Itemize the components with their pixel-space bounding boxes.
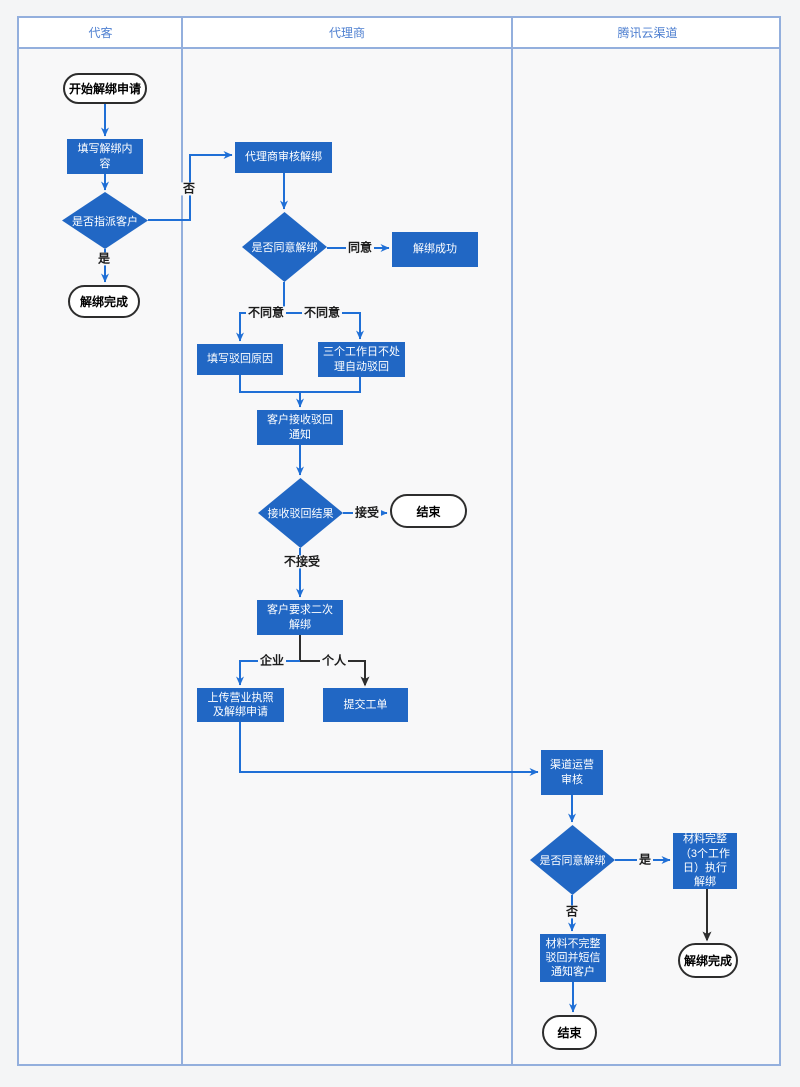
edge-label: 同意 bbox=[345, 240, 375, 255]
node-agent-review: 代理商审核解绑 bbox=[235, 142, 332, 173]
edge-label: 个人 bbox=[319, 653, 349, 668]
node-material-incomplete: 材料不完整 驳回并短信 通知客户 bbox=[540, 934, 606, 982]
swimlane-header-row bbox=[19, 18, 779, 49]
node-unbind-done-1: 解绑完成 bbox=[68, 285, 140, 318]
edge-auto-to-notice bbox=[300, 377, 361, 393]
node-unbind-done-2: 解绑完成 bbox=[678, 943, 738, 978]
node-fill-content: 填写解绑内 容 bbox=[67, 139, 143, 174]
lane-divider bbox=[181, 18, 183, 1064]
node-end-1: 结束 bbox=[390, 494, 467, 528]
node-unbind-success: 解绑成功 bbox=[392, 232, 478, 267]
node-material-complete: 材料完整 （3个工作 日）执行 解绑 bbox=[673, 833, 737, 889]
edge-label: 否 bbox=[563, 904, 581, 919]
lane-header-lane-customer: 代客 bbox=[88, 26, 113, 40]
edge-label: 不同意 bbox=[301, 305, 343, 320]
node-fill-reject-reason: 填写驳回原因 bbox=[197, 344, 283, 375]
lane-header-lane-tencent: 腾讯云渠道 bbox=[617, 26, 678, 40]
edge-label: 是 bbox=[636, 852, 654, 867]
edge-label: 不同意 bbox=[245, 305, 287, 320]
edge-label: 是 bbox=[95, 251, 113, 266]
node-upload-license: 上传营业执照 及解绑申请 bbox=[197, 688, 284, 722]
node-receive-notice: 客户接收驳回 通知 bbox=[257, 410, 343, 445]
node-submit-ticket: 提交工单 bbox=[323, 688, 408, 722]
swimlane-table: 代客 代理商 腾讯云渠道 bbox=[17, 16, 781, 1066]
edge-reason-to-notice bbox=[239, 375, 304, 408]
node-start: 开始解绑申请 bbox=[63, 73, 147, 104]
lane-header-lane-agent: 代理商 bbox=[328, 26, 365, 40]
edge-label: 不接受 bbox=[281, 554, 323, 569]
lane-divider bbox=[511, 18, 513, 1064]
node-second-unbind: 客户要求二次 解绑 bbox=[257, 600, 343, 635]
edge-label: 否 bbox=[180, 181, 198, 196]
node-auto-reject: 三个工作日不处 理自动驳回 bbox=[318, 342, 405, 377]
node-channel-review: 渠道运营 审核 bbox=[541, 750, 603, 795]
edge-upload-to-channel bbox=[239, 722, 539, 776]
node-end-2: 结束 bbox=[542, 1015, 597, 1050]
edge-label: 接受 bbox=[352, 505, 382, 520]
edge-label: 企业 bbox=[257, 653, 287, 668]
